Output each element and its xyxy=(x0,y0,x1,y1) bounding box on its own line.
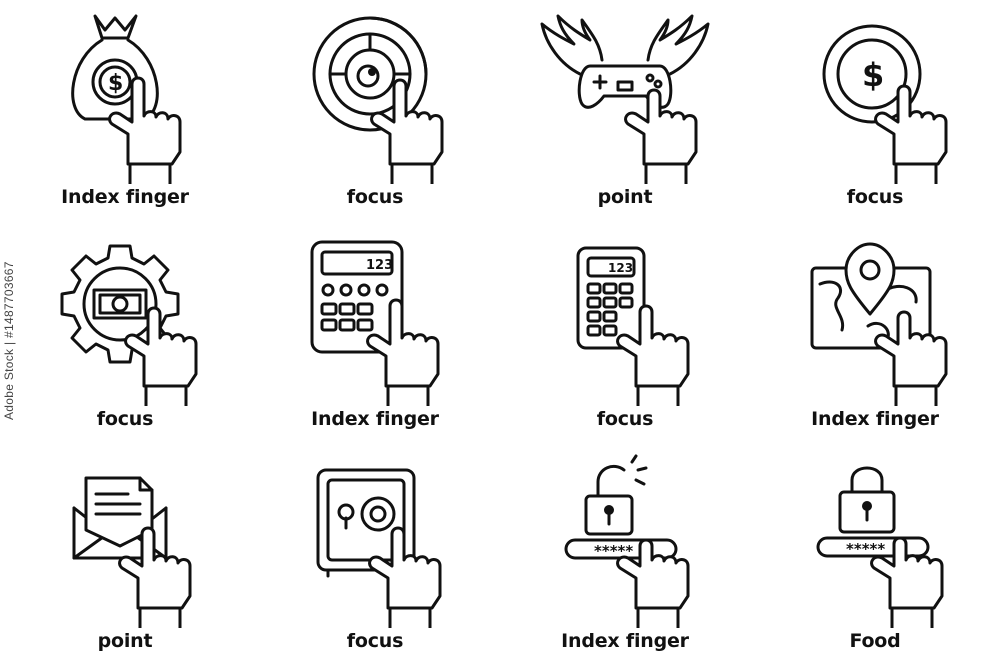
icon-label: focus xyxy=(846,186,904,208)
icon-label: focus xyxy=(346,186,404,208)
calc-display: 123 xyxy=(366,258,393,273)
icon-cell-8: point xyxy=(0,444,250,666)
icon-cell-4: focus xyxy=(0,222,250,444)
icon-cell-9: focus xyxy=(250,444,500,666)
icon-cell-7: Index finger xyxy=(750,222,1000,444)
map-pin-icon xyxy=(810,242,948,406)
password-field: ***** xyxy=(846,540,885,558)
icon-label: Food xyxy=(849,630,901,652)
money-bag-icon: $ xyxy=(71,14,182,184)
stock-watermark-id: Adobe Stock | #1487703667 xyxy=(2,261,16,420)
icon-cell-10: ***** Index finger xyxy=(500,444,750,666)
icon-label: Index finger xyxy=(311,408,439,430)
icon-label: focus xyxy=(596,408,654,430)
svg-text:$: $ xyxy=(862,56,884,94)
calc-display: 123 xyxy=(608,261,633,275)
icon-cell-11: ***** Food xyxy=(750,444,1000,666)
icon-label: Index finger xyxy=(811,408,939,430)
winged-gamepad-icon xyxy=(540,14,710,184)
icon-label: point xyxy=(97,630,153,652)
icon-label: Index finger xyxy=(61,186,189,208)
svg-text:$: $ xyxy=(108,71,123,96)
padlock-icon: ***** xyxy=(816,466,944,628)
icon-cell-5: 123 Index finger xyxy=(250,222,500,444)
icon-cell-0: $ Index finger xyxy=(0,0,250,222)
icon-label: point xyxy=(597,186,653,208)
unlocked-padlock-icon: ***** xyxy=(564,454,690,628)
icon-cell-2: point xyxy=(500,0,750,222)
money-gear-icon xyxy=(60,244,198,406)
calculator-icon: 123 xyxy=(310,240,440,406)
icon-label: focus xyxy=(346,630,404,652)
icon-cell-6: 123 focus xyxy=(500,222,750,444)
safe-icon xyxy=(316,468,442,628)
password-field: ***** xyxy=(594,542,633,560)
target-icon xyxy=(312,16,444,184)
coin-icon: $ xyxy=(822,24,948,184)
envelope-icon xyxy=(72,476,192,628)
calculator-icon: 123 xyxy=(576,246,690,406)
icon-cell-1: focus xyxy=(250,0,500,222)
icon-cell-3: $ focus xyxy=(750,0,1000,222)
icon-label: focus xyxy=(96,408,154,430)
icon-label: Index finger xyxy=(561,630,689,652)
